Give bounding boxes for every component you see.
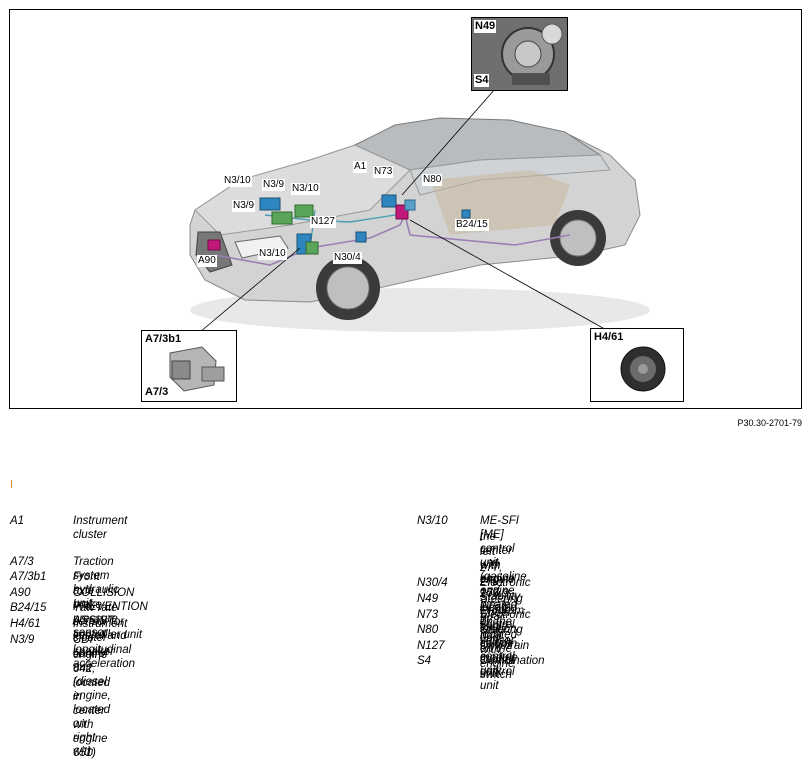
label-n80: N80 [422,174,443,186]
n3-10-unit [259,197,281,211]
steering-inset: N49 S4 [471,17,568,91]
inset-label-a7-3: A7/3 [144,386,170,399]
legend-code: B24/15 [10,602,47,615]
legend-code: S4 [417,655,432,668]
legend-code: N73 [417,608,439,621]
legend-code: A1 [10,515,25,527]
legend-description: ME-SFI [ME] control unit (gasoline engin… [480,515,527,625]
legend-code: A7/3b1 [10,571,47,584]
legend-code: N49 [417,593,439,605]
legend-code: N127 [417,639,445,652]
speaker-inset: H4/61 [590,328,684,402]
legend-description: the center with engine 157, 276.8, 278, … [480,530,518,655]
inset-label-a7-3b1: A7/3b1 [144,333,183,346]
divider-mark [11,480,12,488]
label-n127: N127 [310,216,336,228]
figure-reference: P30.30-2701-79 [737,418,802,428]
label-n73: N73 [373,166,394,178]
legend-description: Steering wheel angle sensor [480,593,523,647]
legend-code: N3/9 [10,633,35,646]
legend-description: 277, 279) [480,561,504,588]
legend-code: N30/4 [417,577,448,590]
legend-description: Electronic ignition switch control unit [480,608,531,677]
label-n3-10-mid: N3/10 [291,183,320,195]
a90-unit [207,239,221,251]
legend-description: Drivetrain control unit [480,639,530,680]
inset-label-s4: S4 [474,74,490,87]
legend-description: engine 642, located in center with engin… [73,649,111,760]
label-b24-15: B24/15 [455,219,489,231]
legend-description: Steering column module control unit [480,624,523,693]
legend-description: Front axle brake pressure sensor [73,571,118,640]
legend-code: H4/61 [10,618,41,630]
legend-code: A7/3 [10,555,34,568]
label-n3-9-left: N3/9 [232,200,256,212]
legend-description: Traction system hydraulic unit [73,555,120,610]
legend-description: Yaw rate sensor for lateral and longitud… [73,602,136,671]
label-a1: A1 [353,161,368,173]
vehicle-diagram: N3/10 N3/9 N3/10 N3/9 N127 A90 N3/10 N30… [9,9,802,409]
n3-9-unit [271,211,293,225]
label-n3-10-low: N3/10 [258,248,287,260]
legend-description: Instrument cluster [73,515,128,541]
hydraulic-unit-inset: A7/3b1 A7/3 [141,330,237,402]
legend-code: N3/10 [417,515,448,527]
label-n3-9-top: N3/9 [262,179,286,191]
label-a90: A90 [197,255,217,267]
inset-label-h4-61: H4/61 [593,331,625,344]
label-n3-10-top: N3/10 [223,175,252,187]
inset-label-n49: N49 [474,20,497,33]
legend-code: A90 [10,586,31,599]
legend-code: N80 [417,624,439,637]
label-n30-4: N30/4 [333,252,362,264]
legend-description: left with engine 276.9, located on the r… [480,546,518,671]
legend-description: COLLISION PREVENTION ASSIST controller u… [73,586,148,641]
legend-description: Instrument cluster speaker [73,618,128,658]
legend-description: Combination switch [480,655,545,682]
legend-description: Electronic Stability Program control uni… [480,577,531,646]
